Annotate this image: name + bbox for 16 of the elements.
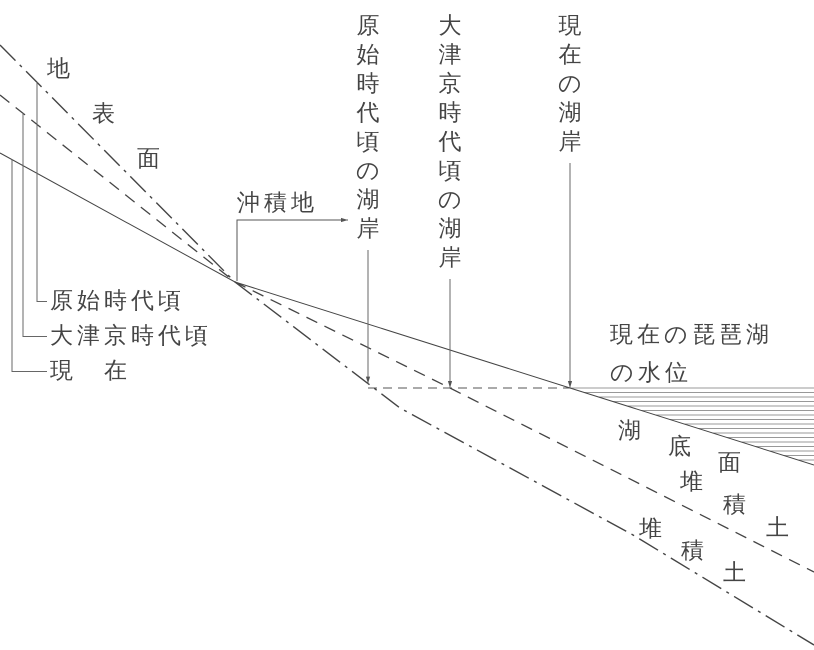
- arrow: [448, 278, 452, 388]
- leader-line: [22, 112, 48, 337]
- legend-label: 現 在: [50, 360, 131, 383]
- arrow: [366, 250, 370, 384]
- legend-label: 原始時代頃: [50, 290, 185, 313]
- leader-line: [12, 159, 48, 372]
- legend-label: 大津京時代頃: [50, 325, 212, 348]
- shore-label: 現在の湖岸: [558, 12, 582, 157]
- shore-label: 大津京時代頃の湖岸: [438, 12, 462, 273]
- shore-label: 原始時代頃の湖岸: [356, 12, 380, 244]
- area-label: 沖積地: [237, 192, 318, 215]
- arrow: [568, 162, 572, 388]
- slanted-label: 地表面: [47, 58, 161, 172]
- slanted-label: 堆積土: [639, 518, 747, 586]
- leader-line: [36, 82, 48, 302]
- water-level-label: 現在の琵琶湖の水位: [610, 321, 774, 388]
